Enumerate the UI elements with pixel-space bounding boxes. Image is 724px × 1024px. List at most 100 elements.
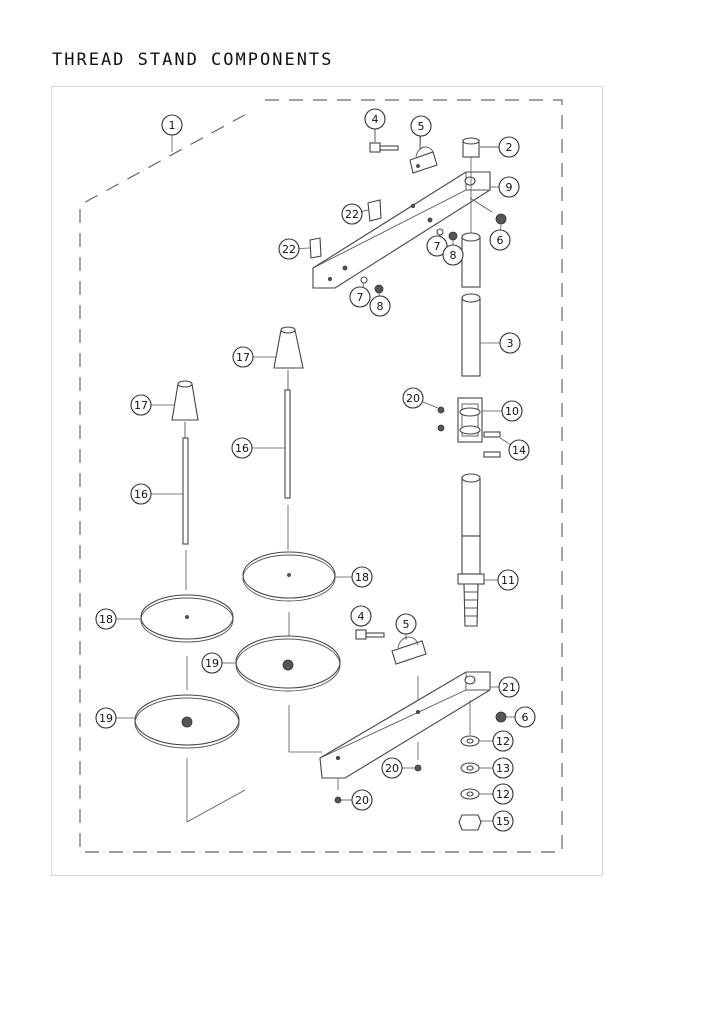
callout-label: 6	[497, 234, 504, 247]
callout-circle	[489, 229, 511, 251]
lower-post	[457, 473, 485, 627]
callout-label: 22	[282, 243, 296, 256]
callout-10: 10	[482, 400, 523, 422]
callout-21: 21	[490, 676, 520, 698]
right-thread-stand	[235, 326, 341, 753]
callout-circle	[95, 707, 117, 729]
callout-16: 16	[231, 437, 285, 459]
callout-label: 6	[522, 711, 529, 724]
callout-label: 2	[506, 141, 513, 154]
callout-label: 18	[355, 571, 369, 584]
callout-leader	[499, 437, 511, 445]
callout-circle	[278, 238, 300, 260]
diagram-frame	[51, 86, 603, 876]
callout-circle	[350, 605, 372, 627]
callout-circle	[349, 286, 371, 308]
callout-8: 8	[369, 292, 391, 317]
callout-label: 9	[506, 181, 513, 194]
callout-label: 20	[406, 392, 420, 405]
callout-leader	[362, 282, 365, 288]
callout-circle	[351, 789, 373, 811]
callout-9: 9	[490, 176, 520, 198]
callout-circle	[442, 244, 464, 266]
callout-label: 11	[501, 574, 515, 587]
callout-label: 16	[134, 488, 148, 501]
callout-12: 12	[479, 730, 514, 752]
callout-circle	[492, 810, 514, 832]
callout-label: 7	[357, 291, 364, 304]
callout-circle	[381, 757, 403, 779]
callout-11: 11	[484, 569, 519, 591]
callout-17: 17	[130, 394, 174, 416]
callout-label: 15	[496, 815, 510, 828]
callout-circle	[501, 400, 523, 422]
callout-leader	[422, 401, 439, 409]
callout-1: 1	[161, 114, 183, 136]
callout-18: 18	[335, 566, 373, 588]
callout-label: 1	[169, 119, 176, 132]
page-title: THREAD STAND COMPONENTS	[52, 50, 334, 70]
callout-6: 6	[506, 706, 536, 728]
lower-bracket	[391, 636, 427, 665]
callout-label: 8	[377, 300, 384, 313]
callout-label: 20	[385, 762, 399, 775]
callout-22: 22	[341, 203, 369, 225]
callout-circle	[130, 483, 152, 505]
callout-circle	[492, 757, 514, 779]
callout-leader	[361, 209, 369, 212]
callout-2: 2	[480, 136, 520, 158]
callout-label: 4	[372, 113, 379, 126]
callout-label: 5	[403, 618, 410, 631]
callout-label: 17	[236, 351, 250, 364]
callout-leader	[419, 135, 421, 151]
callout-label: 22	[345, 208, 359, 221]
callout-4: 4	[350, 605, 372, 627]
callout-circle	[161, 114, 183, 136]
callout-circle	[232, 346, 254, 368]
callout-17: 17	[232, 346, 276, 368]
callout-circle	[514, 706, 536, 728]
callout-16: 16	[130, 483, 183, 505]
callout-13: 13	[479, 757, 514, 779]
lower-arm	[319, 671, 491, 779]
callout-12: 12	[479, 783, 514, 805]
callout-20: 20	[402, 387, 439, 409]
callout-circle	[351, 566, 373, 588]
callout-circle	[395, 613, 417, 635]
callout-label: 21	[502, 681, 516, 694]
callout-circle	[499, 332, 521, 354]
callout-label: 5	[418, 120, 425, 133]
callout-circle	[231, 437, 253, 459]
callout-4: 4	[364, 108, 386, 142]
callout-circle	[364, 108, 386, 130]
callout-label: 12	[496, 735, 510, 748]
callout-15: 15	[481, 810, 514, 832]
callout-label: 4	[358, 610, 365, 623]
callout-label: 14	[512, 444, 526, 457]
callout-5: 5	[410, 115, 432, 151]
upper-screw	[369, 142, 399, 153]
upper-arm	[312, 171, 491, 289]
callout-label: 12	[496, 788, 510, 801]
clamp-screws	[483, 431, 501, 458]
callout-19: 19	[201, 652, 236, 674]
callout-6: 6	[489, 224, 511, 251]
vertical-post	[461, 157, 481, 377]
callout-circle	[341, 203, 363, 225]
lower-screw	[355, 629, 385, 640]
callout-label: 20	[355, 794, 369, 807]
callout-label: 16	[235, 442, 249, 455]
callout-label: 18	[99, 613, 113, 626]
callout-label: 13	[496, 762, 510, 775]
washer-stack	[458, 700, 482, 831]
callout-22: 22	[278, 238, 311, 260]
callout-circle	[402, 387, 424, 409]
callout-circle	[492, 730, 514, 752]
callout-circle	[130, 394, 152, 416]
callout-circle	[498, 136, 520, 158]
assembly-boundary	[79, 99, 563, 853]
callout-label: 3	[507, 337, 514, 350]
callout-3: 3	[480, 332, 521, 354]
callout-label: 19	[99, 712, 113, 725]
